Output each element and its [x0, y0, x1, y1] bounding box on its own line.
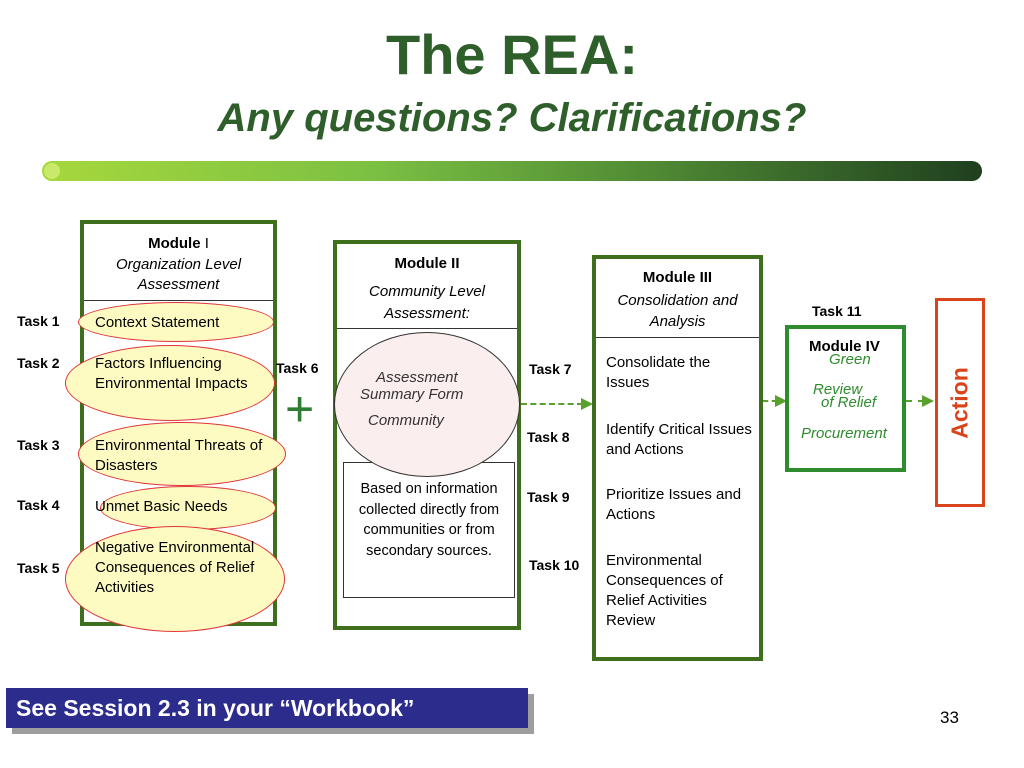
title-bar-cap: [44, 163, 60, 179]
task-label-5: Task 5: [17, 560, 60, 576]
page-number: 33: [940, 708, 959, 727]
module-1-title: Module I: [148, 235, 209, 252]
module-1-item-3: Environmental Threats of Disasters: [95, 437, 263, 474]
task-label-4: Task 4: [17, 497, 60, 513]
arrowhead-module3: [581, 398, 593, 410]
task-label-7: Task 7: [529, 361, 572, 377]
module-3-divider: [596, 337, 759, 338]
highlight-ellipse-task4: [100, 486, 276, 530]
workbook-reference-banner: See Session 2.3 in your “Workbook”: [6, 688, 528, 728]
highlight-ellipse-task5: [65, 526, 285, 632]
task-label-3: Task 3: [17, 437, 60, 453]
module-1-divider: [84, 300, 273, 301]
module-3-item-4: Environmental Consequences of Relief Act…: [606, 552, 723, 629]
module-1-item-1: Context Statement: [95, 314, 220, 331]
module-4-title: Module IV: [809, 338, 880, 355]
module-1-item-5: Negative Environmental Consequences of R…: [95, 539, 255, 596]
assessment-summary-line3: Community: [368, 412, 444, 429]
module-2-note: Based on information collected directly …: [358, 481, 500, 559]
arrowhead-module4: [775, 395, 787, 407]
module-2-subtitle-line2: Assessment:: [384, 305, 470, 322]
task-label-1: Task 1: [17, 313, 60, 329]
module-3-box: Module III Consolidation and Analysis Co…: [592, 255, 763, 661]
task-label-6: Task 6: [276, 360, 319, 376]
module-1-item-2: Factors Influencing Environmental Impact…: [95, 355, 248, 392]
plus-sign: +: [285, 381, 315, 437]
highlight-ellipse-task2: [65, 345, 275, 421]
page-subtitle: Any questions? Clarifications?: [217, 96, 807, 140]
module-2-note-box: Based on information collected directly …: [343, 462, 515, 598]
arrow-module3-to-module4: [763, 400, 777, 402]
module-4-green: Green: [829, 351, 871, 368]
module-3-subtitle-line1: Consolidation and: [617, 292, 738, 309]
task-label-11: Task 11: [812, 303, 862, 319]
module-2-title: Module II: [394, 255, 460, 272]
assessment-summary-line1: Assessment: [376, 369, 458, 386]
module-3-title: Module III: [642, 269, 713, 286]
action-label: Action: [946, 367, 973, 439]
module-3-item-1: Consolidate the Issues: [606, 354, 711, 391]
arrow-module4-to-action: [906, 400, 924, 402]
title-divider-bar: [42, 161, 982, 181]
task-label-9: Task 9: [527, 489, 570, 505]
task-label-8: Task 8: [527, 429, 570, 445]
assessment-summary-ellipse: [334, 332, 520, 477]
module-3-subtitle-line2: Analysis: [649, 313, 706, 330]
arrow-module2-to-module3: [521, 403, 583, 405]
highlight-ellipse-task3: [78, 422, 286, 486]
arrowhead-action: [922, 395, 934, 407]
module-1-subtitle-line2: Assessment: [137, 276, 220, 293]
page-title: The REA:: [386, 23, 638, 86]
module-1-item-4: Unmet Basic Needs: [95, 498, 228, 515]
task-label-10: Task 10: [529, 557, 580, 573]
highlight-ellipse-task1: [78, 302, 274, 342]
module-1-subtitle-line1: Organization Level: [115, 256, 242, 273]
action-box: Action: [935, 298, 985, 507]
module-4-of-relief: of Relief: [821, 394, 877, 411]
module-2-subtitle-line1: Community Level: [369, 283, 485, 300]
module-3-item-3: Prioritize Issues and Actions: [606, 486, 742, 523]
module-4-review: Review: [813, 381, 863, 398]
assessment-summary-line2: Summary Form: [360, 386, 464, 403]
module-3-item-2: Identify Critical Issues and Actions: [606, 421, 752, 458]
task-label-2: Task 2: [17, 355, 60, 371]
module-4-box: [785, 325, 906, 472]
module-2-divider: [337, 328, 517, 329]
module-4-procurement: Procurement: [801, 425, 887, 442]
